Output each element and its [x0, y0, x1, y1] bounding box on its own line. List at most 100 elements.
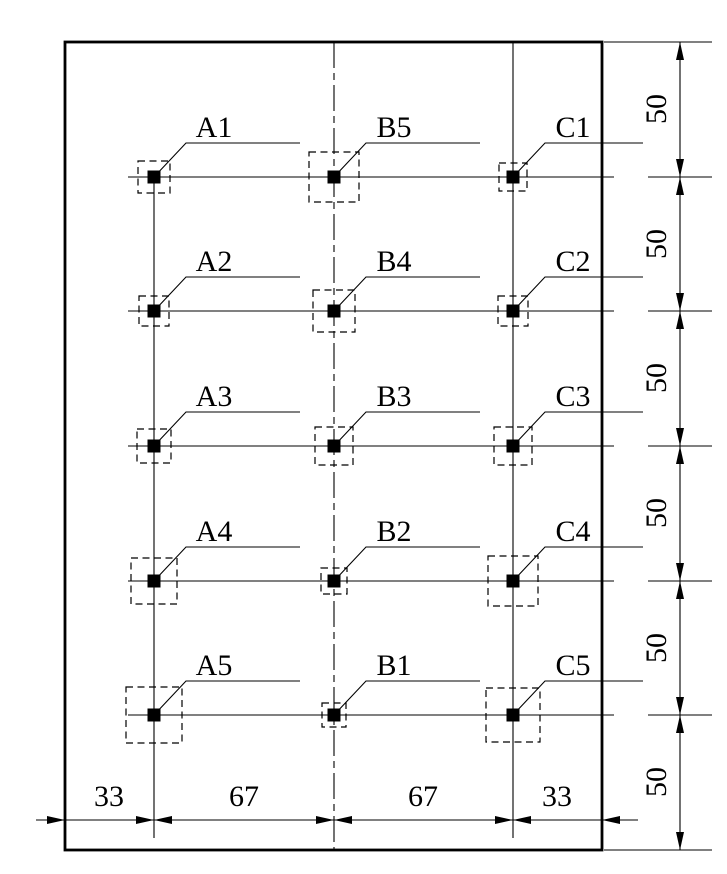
arrow-up-5: [676, 581, 684, 599]
footing-outline-c2: [497, 295, 529, 327]
point-label-a3: A3: [196, 380, 233, 413]
point-label-b1: B1: [376, 649, 411, 682]
pile-point-b4: [327, 304, 341, 318]
leader-line-a1: [153, 142, 300, 178]
arrow-left-outer-right: [602, 816, 620, 824]
dim-label-bottom-3: 67: [408, 780, 438, 813]
leader-line-b4: [333, 276, 480, 312]
dim-label-bottom-2: 67: [229, 780, 259, 813]
point-label-a2: A2: [196, 245, 233, 278]
pile-b2: B2: [320, 515, 480, 595]
pile-point-a2: [147, 304, 161, 318]
leader-line-c4: [512, 546, 643, 582]
pile-point-b5: [327, 170, 341, 184]
leader-line-b3: [333, 411, 480, 447]
point-label-b3: B3: [376, 380, 411, 413]
leader-line-a3: [153, 411, 300, 447]
arrow-down-2: [676, 293, 684, 311]
leader-line-c5: [512, 680, 643, 716]
point-label-c5: C5: [555, 649, 590, 682]
point-label-a4: A4: [196, 515, 233, 548]
point-label-c3: C3: [555, 380, 590, 413]
footing-outline-c5: [485, 687, 541, 743]
pile-point-c4: [506, 574, 520, 588]
footing-outline-c4: [487, 555, 539, 607]
pile-point-c1: [506, 170, 520, 184]
leader-line-b2: [333, 546, 480, 582]
pile-a1: A1: [137, 111, 300, 194]
point-label-c4: C4: [555, 515, 590, 548]
dim-label-right-2: 50: [640, 229, 673, 259]
pile-point-c5: [506, 708, 520, 722]
pile-point-a5: [147, 708, 161, 722]
pile-point-b3: [327, 439, 341, 453]
pile-b1: B1: [321, 649, 480, 728]
footing-outline-a5: [125, 686, 183, 744]
leader-line-a2: [153, 276, 300, 312]
footing-outline-a3: [136, 428, 172, 464]
dim-label-right-3: 50: [640, 363, 673, 393]
point-label-c2: C2: [555, 245, 590, 278]
pile-b5: B5: [308, 111, 480, 203]
footing-outline-b4: [312, 289, 356, 333]
pile-point-a3: [147, 439, 161, 453]
pile-b4: B4: [312, 245, 480, 333]
dim-label-bottom-4: 33: [542, 780, 572, 813]
point-label-a5: A5: [196, 649, 233, 682]
arrow-up-2: [676, 177, 684, 195]
footing-outline-b3: [314, 426, 354, 466]
footing-outline-b1: [321, 702, 347, 728]
arrow-up-4: [676, 446, 684, 464]
point-label-b5: B5: [376, 111, 411, 144]
arrow-left-at-c: [513, 816, 531, 824]
footing-outline-a4: [130, 557, 178, 605]
pile-c3: C3: [493, 380, 643, 466]
footing-outline-b5: [308, 151, 360, 203]
arrow-right-at-b: [316, 816, 334, 824]
dimension-chain-right: 50 50 50 50 50 50: [604, 41, 712, 851]
grid-lines: [128, 42, 614, 850]
arrow-down-5: [676, 697, 684, 715]
dim-label-right-5: 50: [640, 633, 673, 663]
pile-point-a4: [147, 574, 161, 588]
pile-c2: C2: [497, 245, 643, 327]
leader-line-c3: [512, 411, 643, 447]
dim-label-right-6: 50: [640, 767, 673, 797]
arrow-down-1: [676, 159, 684, 177]
arrow-down-4: [676, 563, 684, 581]
arrow-up-1: [676, 42, 684, 60]
pile-a3: A3: [136, 380, 300, 464]
pile-a5: A5: [125, 649, 300, 744]
footing-outline-b2: [320, 567, 348, 595]
arrow-up-6: [676, 715, 684, 733]
footing-outline-c3: [493, 426, 533, 466]
footing-outline-a1: [137, 160, 171, 194]
pile-c5: C5: [485, 649, 643, 743]
leader-line-b5: [333, 142, 480, 178]
dim-label-bottom-1: 33: [94, 780, 124, 813]
pile-b3: B3: [314, 380, 480, 466]
point-label-a1: A1: [196, 111, 233, 144]
arrow-up-3: [676, 311, 684, 329]
pile-point-c3: [506, 439, 520, 453]
dimension-chain-bottom: 33 67 67 33: [36, 780, 638, 824]
leader-line-c2: [512, 276, 643, 312]
pile-point-b1: [327, 708, 341, 722]
leader-line-c1: [512, 142, 643, 178]
point-label-c1: C1: [555, 111, 590, 144]
pile-point-b2: [327, 574, 341, 588]
arrow-left-at-b: [334, 816, 352, 824]
arrow-down-6: [676, 832, 684, 850]
arrow-right-at-c: [495, 816, 513, 824]
pile-point-c2: [506, 304, 520, 318]
point-label-b4: B4: [376, 245, 411, 278]
pile-a4: A4: [130, 515, 300, 605]
leader-line-a5: [153, 680, 300, 716]
arrow-right-at-a: [136, 816, 154, 824]
leader-line-b1: [333, 680, 480, 716]
point-label-b2: B2: [376, 515, 411, 548]
leader-line-a4: [153, 546, 300, 582]
dim-label-right-4: 50: [640, 498, 673, 528]
